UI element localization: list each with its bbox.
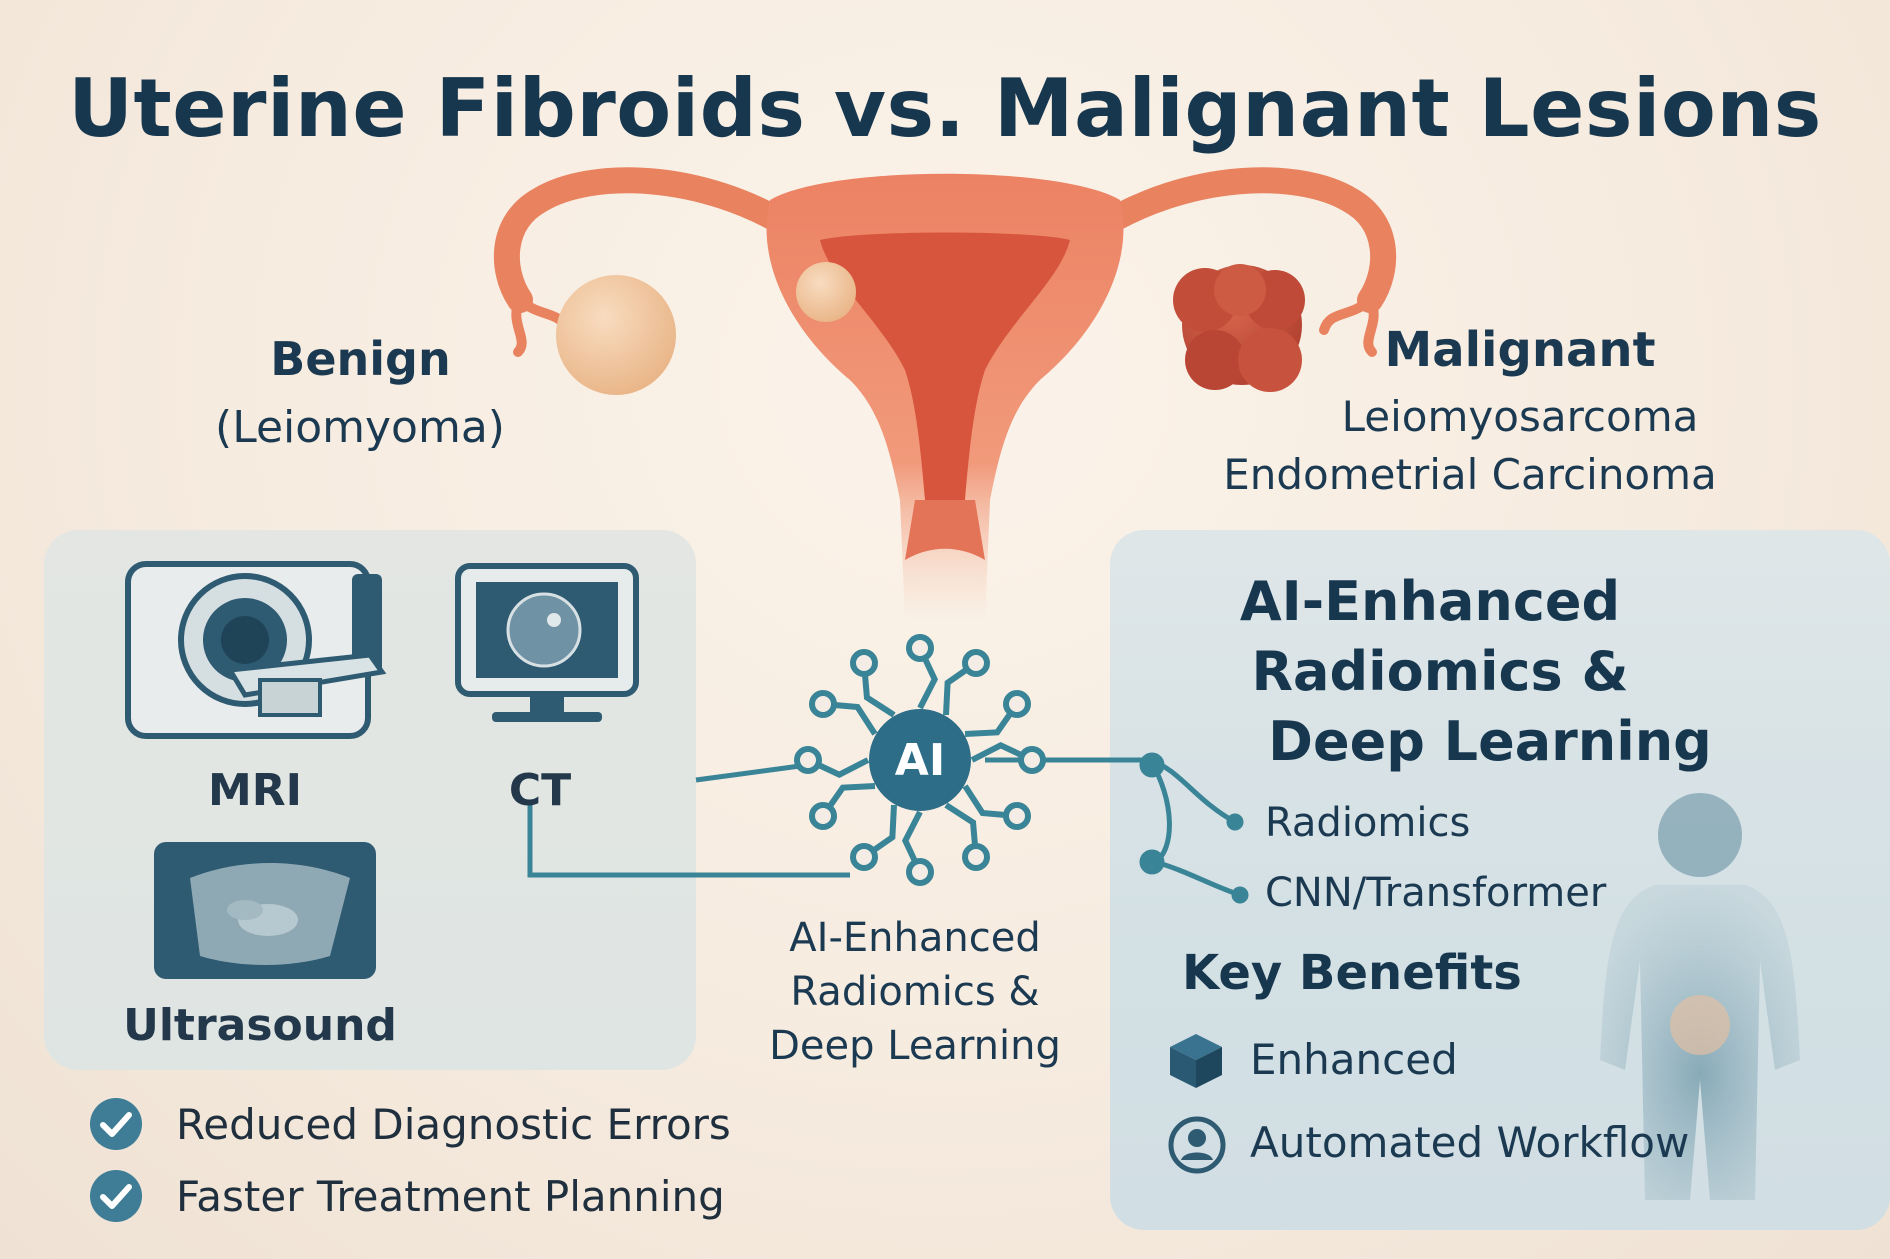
connector-lines <box>527 752 1249 904</box>
ai-methods-panel <box>1110 530 1890 1230</box>
ai-panel-heading-line-3: Deep Learning <box>1268 710 1712 773</box>
network-node <box>850 842 878 871</box>
network-node <box>794 746 822 774</box>
human-silhouette-icon <box>1600 793 1800 1200</box>
check-circle-icon <box>90 1170 142 1222</box>
benign-title: Benign <box>270 332 451 386</box>
benefit-enhanced: Enhanced <box>1250 1035 1458 1084</box>
ai-badge: AI <box>894 735 946 786</box>
network-node <box>809 690 838 718</box>
network-node <box>809 802 838 830</box>
network-node <box>850 649 878 678</box>
uterine-cavity <box>820 232 1070 500</box>
mri-label: MRI <box>207 765 303 816</box>
outcome-faster-planning: Faster Treatment Planning <box>176 1172 725 1221</box>
center-caption-line-3: Deep Learning <box>769 1023 1061 1069</box>
network-node <box>1018 746 1046 774</box>
network-node <box>962 649 990 678</box>
benefit-automated-workflow: Automated Workflow <box>1250 1118 1690 1167</box>
malignant-mass <box>1173 264 1305 392</box>
network-node <box>1002 690 1031 718</box>
check-circle-icon <box>90 1098 142 1150</box>
method-cnn-transformer: CNN/Transformer <box>1265 870 1607 916</box>
network-node <box>906 634 934 662</box>
outcome-reduced-errors: Reduced Diagnostic Errors <box>176 1100 731 1149</box>
ultrasound-label: Ultrasound <box>123 1000 397 1051</box>
cube-icon <box>1170 1034 1222 1088</box>
ct-label: CT <box>508 765 572 816</box>
malignant-title: Malignant <box>1384 322 1656 378</box>
network-node <box>962 842 990 871</box>
benign-fibroid-nodule <box>796 262 856 322</box>
user-profile-icon <box>1168 1116 1226 1174</box>
benign-ovary-mass <box>556 275 676 395</box>
ai-panel-heading-line-1: AI-Enhanced <box>1239 570 1621 633</box>
method-radiomics: Radiomics <box>1265 800 1471 846</box>
ct-monitor-icon <box>455 563 639 722</box>
malignant-item-endometrial-carcinoma: Endometrial Carcinoma <box>1223 450 1717 499</box>
center-caption-line-2: Radiomics & <box>790 969 1040 1015</box>
ai-panel-heading-line-2: Radiomics & <box>1251 640 1629 703</box>
cervix <box>905 500 985 560</box>
ai-network-icon <box>794 634 1046 886</box>
center-caption-line-1: AI-Enhanced <box>789 915 1041 961</box>
network-node <box>906 858 934 886</box>
key-benefits-title: Key Benefits <box>1182 945 1522 1001</box>
ultrasound-image-icon <box>154 842 376 979</box>
malignant-item-leiomyosarcoma: Leiomyosarcoma <box>1341 392 1699 441</box>
benign-subtitle: (Leiomyoma) <box>215 402 505 453</box>
mri-scanner-icon <box>125 561 387 739</box>
fallopian-tubes <box>493 167 1397 357</box>
page-title: Uterine Fibroids vs. Malignant Lesions <box>68 62 1822 155</box>
network-node <box>1002 802 1031 830</box>
